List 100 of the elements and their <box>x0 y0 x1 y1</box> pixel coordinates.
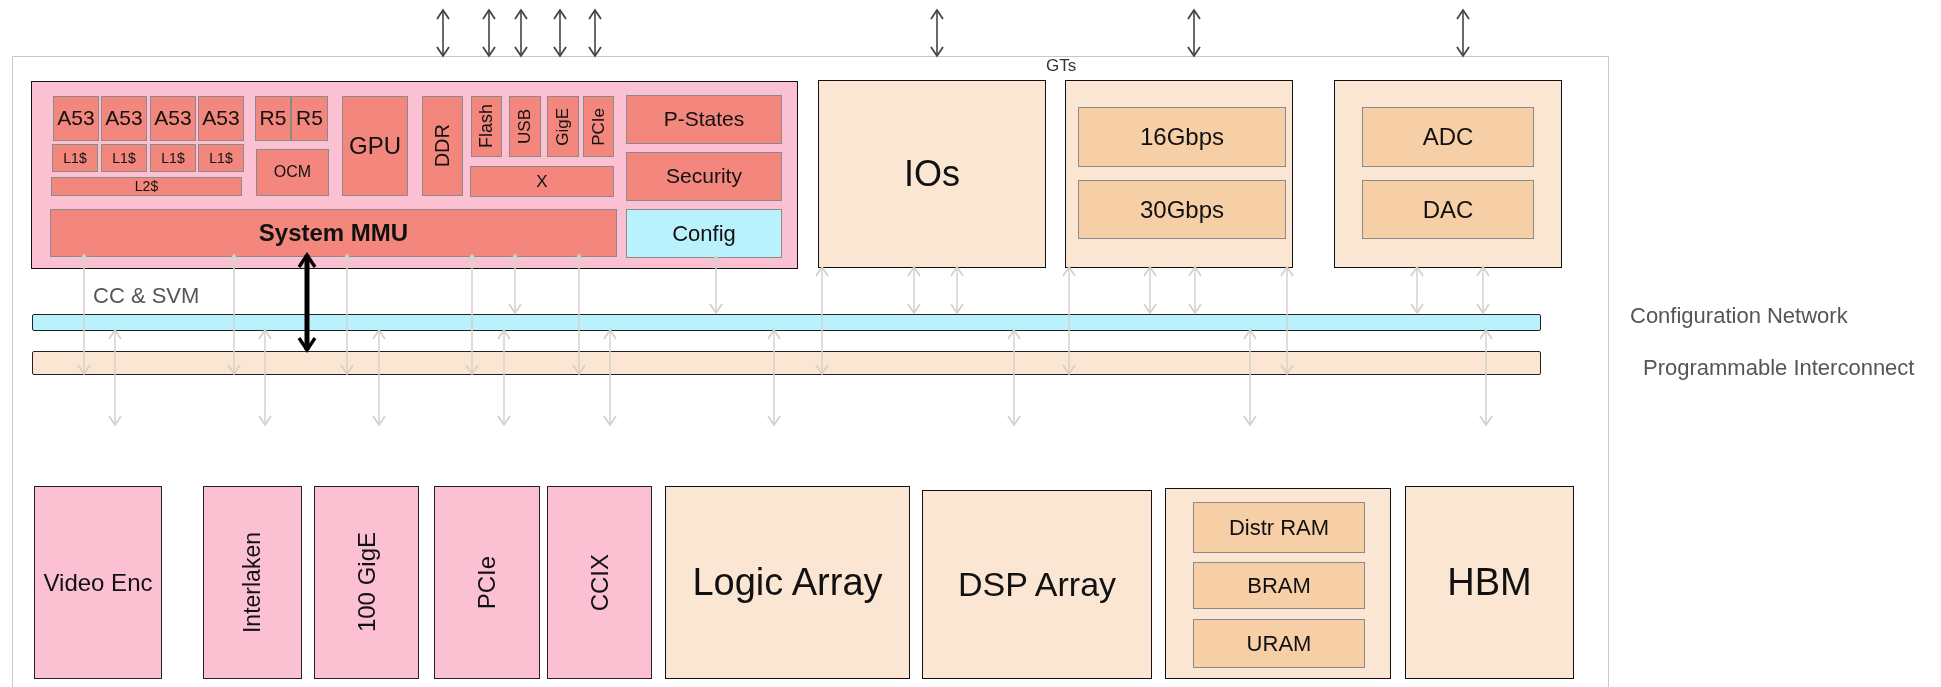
arrow <box>1243 329 1257 426</box>
config-block <box>626 209 782 258</box>
arrow <box>372 329 386 426</box>
fabric-sub-block <box>1078 180 1286 239</box>
arrow <box>1410 266 1424 314</box>
block-label: A53 <box>105 106 143 131</box>
component-block <box>422 96 463 196</box>
arrow <box>340 254 354 375</box>
block-label: DSP Array <box>957 564 1117 605</box>
section-label: CC & SVM <box>93 283 200 309</box>
component-block <box>51 177 242 196</box>
network-bar <box>32 314 1541 331</box>
block-label: R5 <box>259 106 287 131</box>
arrow <box>497 329 511 426</box>
component-block <box>52 144 98 172</box>
component-block <box>626 95 782 144</box>
arrow <box>1188 266 1202 314</box>
block-label: System MMU <box>258 219 409 247</box>
arrow <box>1187 9 1201 57</box>
arrow <box>258 329 272 426</box>
block-label: PCIe <box>473 555 501 610</box>
component-block <box>198 96 244 141</box>
arrow <box>588 9 602 57</box>
arrow <box>508 254 522 314</box>
block-label: Interlaken <box>239 532 266 633</box>
fabric-sub-block <box>1193 562 1365 609</box>
component-block <box>150 96 196 141</box>
block-label: HBM <box>1447 560 1532 605</box>
fabric-block <box>818 80 1046 268</box>
interconnect-bar <box>32 351 1541 375</box>
component-block <box>255 96 291 141</box>
arrow <box>950 266 964 314</box>
component-block <box>509 96 541 157</box>
block-label: BRAM <box>1247 572 1311 599</box>
hard-block <box>203 486 302 679</box>
component-block <box>342 96 408 196</box>
arrow <box>1456 9 1470 57</box>
block-label: Distr RAM <box>1228 514 1330 541</box>
arrow <box>553 9 567 57</box>
fabric-sub-block <box>1193 502 1365 553</box>
arrow <box>1007 329 1021 426</box>
chip-outline <box>12 56 1609 687</box>
arrow <box>1479 329 1493 426</box>
fabric-block <box>1334 80 1562 268</box>
block-label: PCIe <box>588 107 609 146</box>
component-block <box>50 209 617 257</box>
fabric-sub-block <box>1193 619 1365 668</box>
block-label: Config <box>672 220 736 247</box>
component-block <box>471 96 502 157</box>
hard-block <box>314 486 419 679</box>
block-label: Flash <box>476 104 497 149</box>
block-label: 30Gbps <box>1139 195 1225 224</box>
block-label: DAC <box>1422 195 1474 224</box>
block-label: IOs <box>904 153 960 195</box>
component-block <box>256 149 329 196</box>
arrow <box>907 266 921 314</box>
component-block <box>291 96 328 141</box>
hard-block <box>547 486 652 679</box>
block-label: L1$ <box>161 149 185 167</box>
arrow <box>482 9 496 57</box>
fabric-sub-block <box>1362 107 1534 167</box>
hard-block <box>34 486 162 679</box>
block-label: A53 <box>57 106 95 131</box>
arrow <box>709 255 723 314</box>
component-block <box>101 96 147 141</box>
arrow <box>930 9 944 57</box>
section-label: Programmable Interconnect <box>1643 355 1915 381</box>
block-label: GPU <box>349 132 401 160</box>
arrow <box>572 254 586 375</box>
block-label: P-States <box>663 107 745 132</box>
block-label: GigE <box>553 107 573 146</box>
block-label: CCIX <box>585 553 614 612</box>
section-label: Configuration Network <box>1630 303 1848 329</box>
hard-block <box>434 486 540 679</box>
arrow <box>815 266 829 375</box>
block-label: USB <box>515 109 535 144</box>
block-label: X <box>536 171 548 192</box>
component-block <box>53 96 99 141</box>
block-label: Video Enc <box>43 568 153 597</box>
fabric-block <box>922 490 1152 679</box>
arrow <box>108 329 122 426</box>
block-heading: GTs <box>1046 57 1077 74</box>
block-label: L1$ <box>209 149 233 167</box>
block-label: OCM <box>273 163 312 182</box>
arrow <box>297 253 317 352</box>
fabric-sub-block <box>1362 180 1534 239</box>
block-label: L2$ <box>134 178 159 195</box>
block-label: ADC <box>1422 123 1474 151</box>
component-block <box>626 152 782 201</box>
component-block <box>101 144 147 172</box>
component-block <box>547 96 579 157</box>
arrow <box>603 329 617 426</box>
fabric-block <box>1405 486 1574 679</box>
arrow <box>1476 266 1490 314</box>
arrow <box>465 254 479 375</box>
component-block <box>150 144 196 172</box>
block-label: Logic Array <box>692 560 883 605</box>
arrow <box>1143 266 1157 314</box>
block-label: Security <box>666 164 742 189</box>
block-label: R5 <box>296 106 323 131</box>
